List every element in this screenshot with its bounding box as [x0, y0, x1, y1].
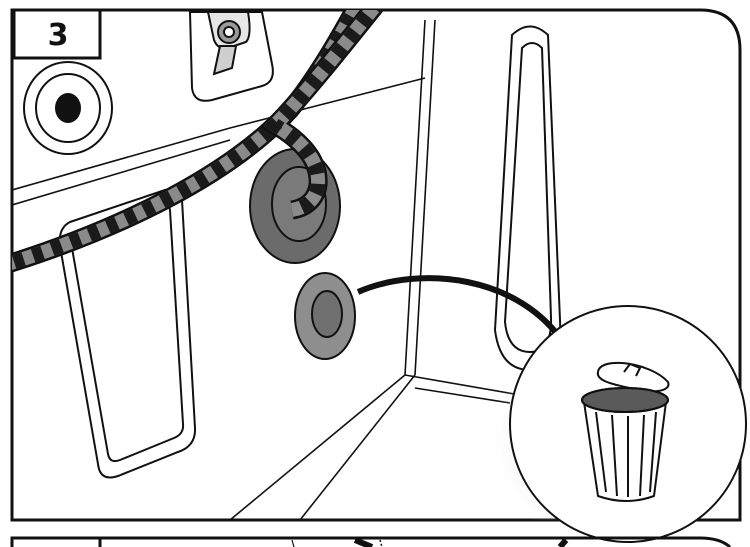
lower-grommet: [295, 273, 355, 359]
trash-callout: [510, 306, 746, 542]
step-number: 3: [16, 12, 100, 58]
round-plug: [24, 62, 112, 154]
